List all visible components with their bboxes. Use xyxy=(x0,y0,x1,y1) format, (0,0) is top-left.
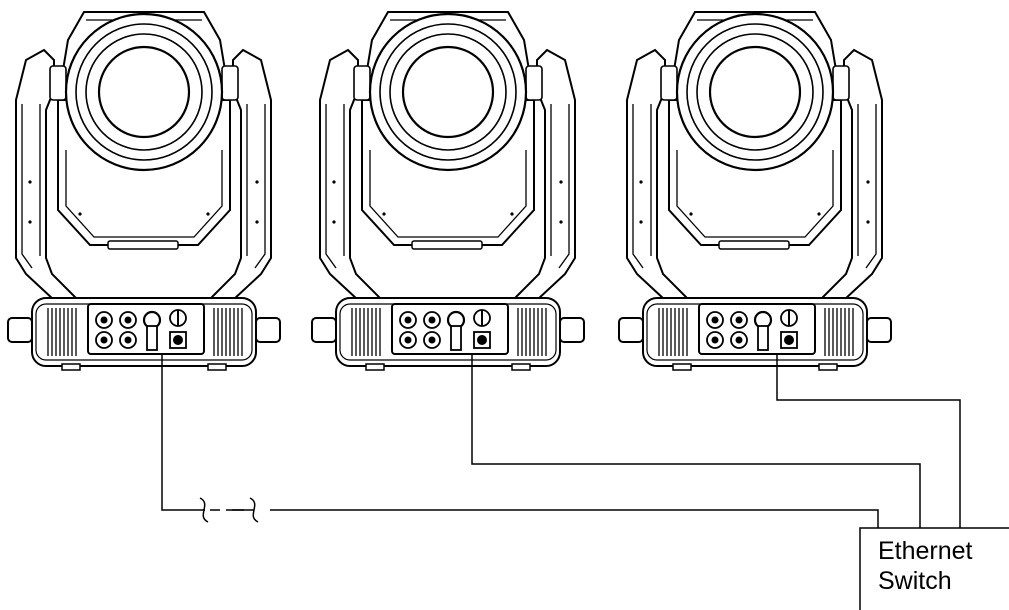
ethernet-cable-fixture-1 xyxy=(161,354,879,528)
switch-label-line1: Ethernet xyxy=(878,537,973,565)
moving-head-fixture-1 xyxy=(6,10,282,372)
switch-label-line2: Switch xyxy=(878,567,952,595)
ethernet-cable-fixture-2 xyxy=(471,354,921,528)
cable-break-symbol xyxy=(199,497,259,523)
moving-head-fixture-3 xyxy=(617,10,893,372)
ethernet-switch-label: Ethernet Switch xyxy=(878,536,973,596)
moving-head-fixture-2 xyxy=(310,10,586,372)
ethernet-cable-fixture-3 xyxy=(776,354,961,528)
ethernet-switch-box xyxy=(859,527,1009,610)
